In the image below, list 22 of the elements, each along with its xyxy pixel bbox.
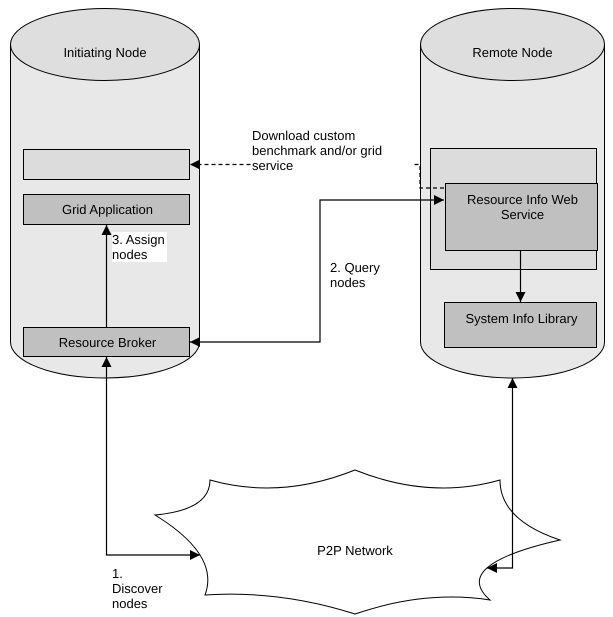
edge-label: Download custom benchmark and/or grid service [252, 128, 412, 173]
arrow [102, 225, 112, 327]
arrow [102, 357, 200, 560]
process-box [430, 148, 597, 270]
process-box [445, 183, 598, 251]
node-label: Grid Application [60, 202, 154, 217]
cylinder [10, 8, 200, 378]
node-label: Initiating Node [62, 45, 148, 60]
edge-label: 3. Assign nodes [112, 232, 167, 262]
process-box [23, 194, 190, 225]
node-label: P2P Network [316, 543, 394, 558]
process-box [23, 327, 190, 357]
process-box [444, 302, 597, 348]
cylinder [420, 8, 605, 378]
arrow [516, 250, 526, 302]
node-label: Remote Node [471, 45, 554, 60]
node-label: Resource Info Web Service [466, 192, 580, 222]
arrow [487, 378, 518, 573]
arrow [190, 195, 444, 347]
node-label: Resource Broker [58, 334, 158, 350]
node-label: System Info Library [464, 311, 578, 326]
process-box [23, 149, 190, 180]
